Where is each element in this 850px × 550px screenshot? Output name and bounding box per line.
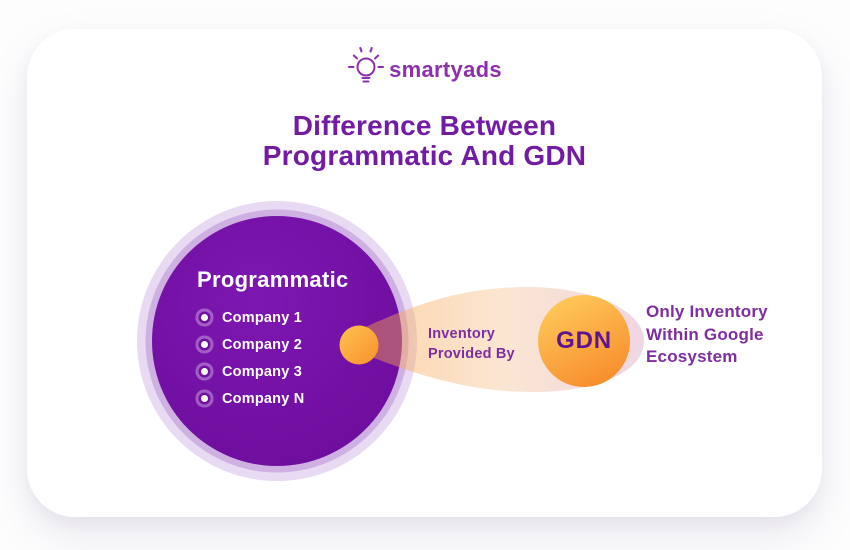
connector-node: [339, 325, 379, 365]
list-item: Company 3: [197, 358, 349, 385]
list-item: Company 2: [197, 331, 349, 358]
infographic-card: smartyads Difference Between Programmati…: [27, 29, 822, 517]
page-title-line2: Programmatic And GDN: [262, 140, 587, 171]
programmatic-content: Programmatic Company 1 Company 2 Company…: [197, 267, 349, 412]
programmatic-circle: [152, 216, 402, 466]
diagram-artwork: [137, 201, 644, 481]
page-title-line1: Difference Between: [292, 110, 557, 141]
programmatic-label: Programmatic: [197, 267, 349, 292]
company-list: Company 1 Company 2 Company 3 Company N: [197, 304, 349, 412]
company-label: Company 1: [222, 309, 302, 326]
company-label: Company 2: [222, 336, 302, 353]
gdn-circle: [538, 295, 630, 387]
bullet-icon: [201, 368, 208, 375]
gdn-caption: Only Inventory Within Google Ecosystem: [646, 301, 768, 369]
company-label: Company 3: [222, 363, 302, 380]
gdn-caption-line2: Within Google: [646, 324, 764, 344]
brand-logo: smartyads: [27, 45, 822, 91]
company-label: Company N: [222, 390, 305, 407]
bullet-icon: [201, 395, 208, 402]
list-item: Company 1: [197, 304, 349, 331]
gdn-caption-line1: Only Inventory: [646, 302, 768, 321]
page-title: Difference Between Programmatic And GDN: [27, 111, 822, 171]
brand-name: smartyads: [389, 57, 502, 82]
connector-label: Inventory Provided By: [428, 324, 515, 364]
bullet-icon: [201, 314, 208, 321]
connector-label-line2: Provided By: [428, 346, 515, 362]
list-item: Company N: [197, 385, 349, 412]
lightbulb-icon: [347, 46, 385, 90]
gdn-caption-line3: Ecosystem: [646, 347, 738, 366]
gdn-label: GDN: [556, 327, 612, 354]
connector-label-line1: Inventory: [428, 326, 496, 342]
bullet-icon: [201, 341, 208, 348]
